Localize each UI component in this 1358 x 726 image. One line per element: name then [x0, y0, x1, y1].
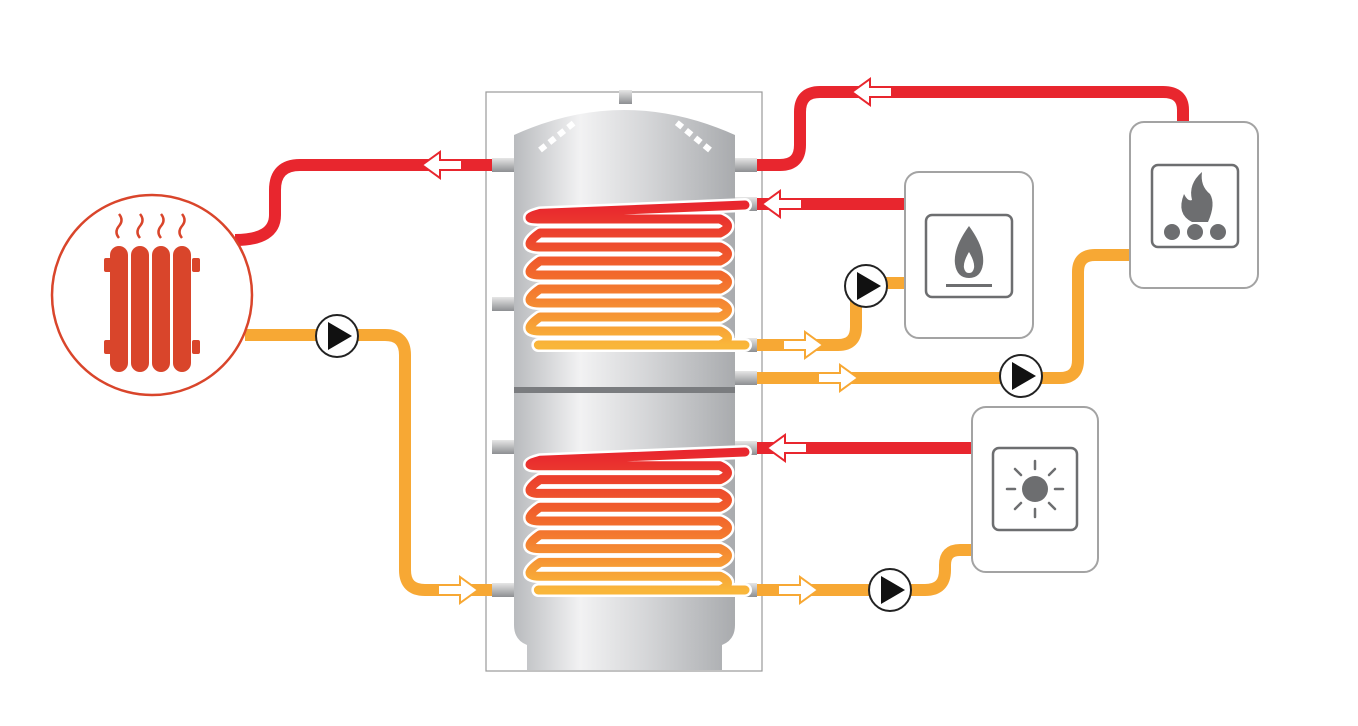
tank-divider [514, 387, 735, 393]
pipe-radiator-return [245, 329, 492, 596]
pipe-fire-return [757, 249, 1130, 384]
pump-icon [844, 264, 888, 308]
gas-boiler [904, 171, 1034, 339]
flow-arrow-left-icon [760, 189, 803, 219]
radiator-icon [104, 246, 200, 372]
heat-waves-icon [115, 213, 186, 239]
flow-arrow-right-icon [437, 575, 480, 605]
pipe-fire-supply [757, 86, 1189, 171]
pump-icon [315, 314, 359, 358]
solid-fuel-boiler [1129, 121, 1259, 289]
flow-arrow-left-icon [850, 77, 893, 107]
fire-icon [1164, 172, 1226, 240]
flow-arrow-right-icon [777, 575, 820, 605]
radiator [50, 193, 254, 397]
tank-vents [538, 119, 712, 153]
lower-heat-exchanger-coil [525, 447, 750, 595]
solar-collector [971, 406, 1099, 573]
flow-arrow-left-icon [765, 433, 808, 463]
pump-icon [868, 568, 912, 612]
gas-flame-icon [946, 226, 992, 287]
tank-top-nozzle [619, 90, 632, 104]
flow-arrow-right-icon [782, 330, 825, 360]
pipe-solar-return [757, 544, 972, 596]
flow-arrow-left-icon [420, 150, 463, 180]
upper-heat-exchanger-coil [525, 200, 750, 350]
pump-icon [999, 354, 1043, 398]
pipe-radiator-supply [234, 159, 492, 246]
sun-icon [1005, 459, 1065, 519]
flow-arrow-right-icon [817, 363, 860, 393]
